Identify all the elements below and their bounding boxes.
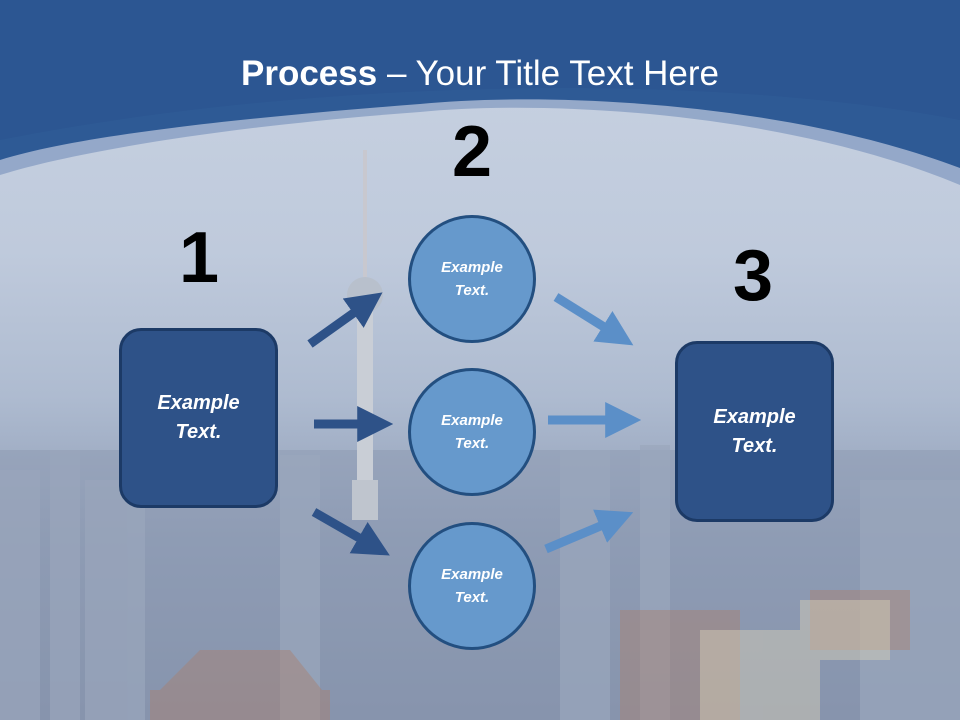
- arrow-1-to-bottom: [311, 508, 390, 556]
- circle-bottom-label-line2: Text.: [454, 589, 490, 606]
- step-number-2: 2: [451, 112, 493, 192]
- circle-middle-label-line2: Text.: [454, 435, 490, 452]
- arrow-top-to-3: [553, 293, 634, 346]
- step-1-label-line1: Example: [157, 392, 240, 414]
- step-3-label-line2: Text.: [731, 434, 778, 457]
- step-number-3: 3: [732, 236, 774, 316]
- title-bold: Process: [241, 54, 378, 93]
- circle-middle-label-line1: Example: [441, 412, 503, 429]
- arrow-bottom-to-3: [544, 509, 634, 554]
- step-3-label-line1: Example: [713, 405, 796, 428]
- circle-top-label-line1: Example: [441, 259, 503, 276]
- circle-bottom-label-line1: Example: [441, 566, 503, 583]
- arrow-1-to-top: [307, 292, 383, 348]
- circle-top-label-line2: Text.: [454, 282, 490, 299]
- step-number-1: 1: [178, 218, 220, 298]
- title-rest: – Your Title Text Here: [377, 54, 719, 93]
- slide-title: Process – Your Title Text Here: [0, 52, 960, 96]
- step-1-label-line2: Text.: [175, 421, 222, 443]
